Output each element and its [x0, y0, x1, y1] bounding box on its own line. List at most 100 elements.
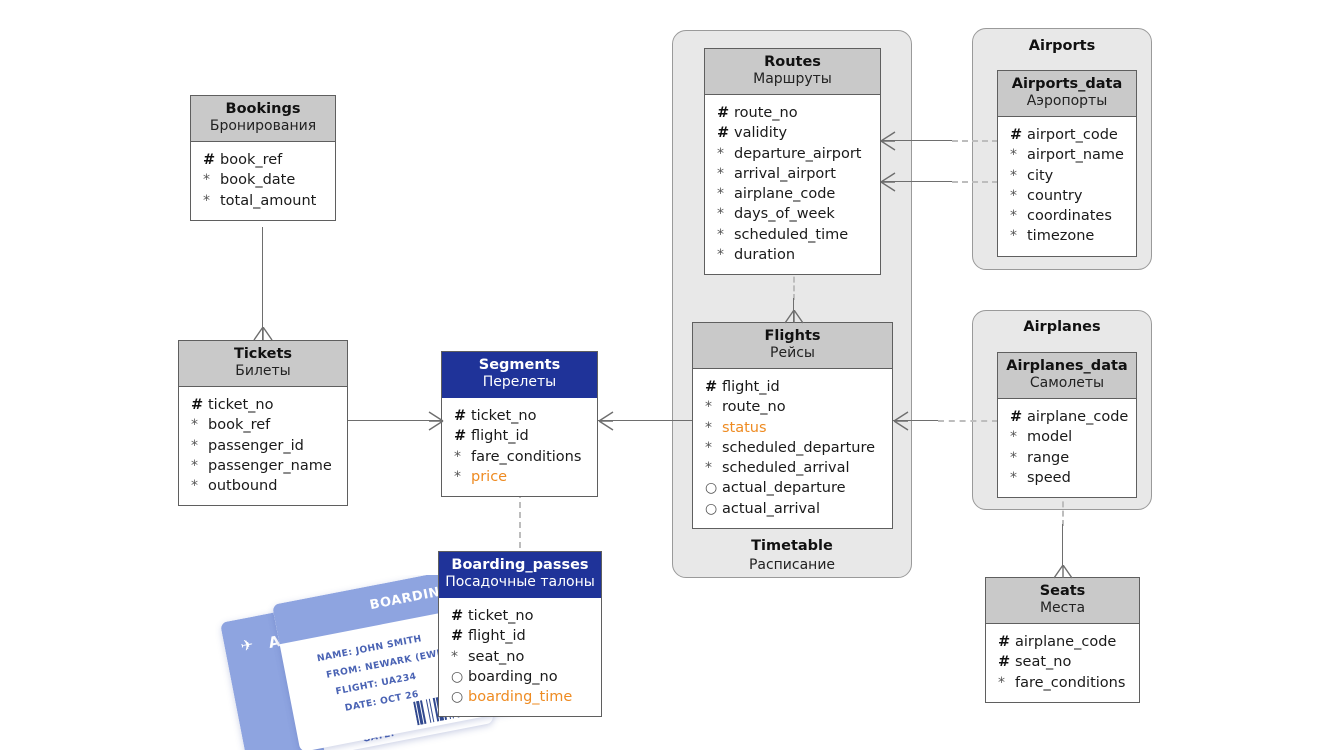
entity-boarding-passes-name-ru: Посадочные талоны [445, 574, 595, 590]
field-row[interactable]: #ticket_no [451, 606, 595, 626]
connector-routes-airports-arrival-solid [880, 181, 958, 182]
entity-boarding-passes[interactable]: Boarding_passes Посадочные талоны #ticke… [438, 551, 602, 718]
field-row[interactable]: *route_no [705, 397, 886, 417]
field-row[interactable]: #flight_id [451, 626, 595, 646]
entity-bookings[interactable]: Bookings Бронирования #book_ref *book_da… [190, 95, 336, 221]
entity-segments-fields: #ticket_no #flight_id * fare_conditions *… [442, 398, 597, 496]
crowfoot-seats-top [1050, 565, 1076, 579]
entity-airplanes-data[interactable]: Airplanes_data Самолеты #airplane_code *… [997, 352, 1137, 499]
entity-segments[interactable]: Segments Перелеты #ticket_no #flight_id … [441, 351, 598, 498]
field-row[interactable]: #airplane_code [1010, 407, 1130, 427]
field-row[interactable]: #validity [717, 123, 874, 143]
field-row[interactable]: ○boarding_no [451, 667, 595, 687]
required-marker-icon: * [203, 172, 210, 189]
group-timetable-title: Timetable [751, 538, 833, 554]
optional-marker-icon: ○ [705, 500, 718, 517]
field-name: boarding_no [468, 668, 558, 685]
connector-segments-flights [598, 420, 694, 421]
field-row[interactable]: *coordinates [1010, 206, 1130, 226]
entity-flights-name: Flights [764, 328, 821, 344]
field-row[interactable]: *departure_airport [717, 144, 874, 164]
field-row[interactable]: * city [1010, 166, 1130, 186]
field-row[interactable]: *total_amount [203, 191, 329, 211]
field-row[interactable]: #seat_no [998, 652, 1133, 672]
entity-airports-data-header: Airports_data Аэропорты [998, 71, 1136, 117]
required-marker-icon: * [1010, 167, 1017, 184]
field-name: outbound [208, 478, 278, 495]
field-row[interactable]: ○actual_departure [705, 478, 886, 498]
connector-routes-airports-arrival-dashed [952, 181, 998, 183]
required-marker-icon: * [454, 448, 461, 465]
field-name: actual_departure [722, 480, 846, 497]
field-row[interactable]: *speed [1010, 468, 1130, 488]
entity-airplanes-data-name: Airplanes_data [1006, 358, 1128, 374]
field-row[interactable]: *scheduled_departure [705, 438, 886, 458]
required-marker-icon: * [717, 165, 724, 182]
field-row[interactable]: #route_no [717, 103, 874, 123]
field-row-highlighted[interactable]: *status [705, 418, 886, 438]
pk-marker-icon: # [454, 428, 467, 445]
field-name: boarding_time [468, 689, 573, 706]
required-marker-icon: * [998, 674, 1005, 691]
field-row[interactable]: *outbound [191, 476, 341, 496]
entity-segments-name: Segments [478, 357, 561, 373]
field-row[interactable]: ○actual_arrival [705, 499, 886, 519]
entity-flights-name-ru: Рейсы [770, 345, 815, 361]
field-name: ticket_no [208, 397, 274, 413]
field-row[interactable]: *scheduled_time [717, 225, 874, 245]
field-row[interactable]: *book_date [203, 170, 329, 190]
field-name: city [1027, 167, 1054, 184]
field-row[interactable]: *airplane_code [717, 184, 874, 204]
field-row[interactable]: *days_of_week [717, 204, 874, 224]
field-row[interactable]: *timezone [1010, 226, 1130, 246]
entity-flights[interactable]: Flights Рейсы #flight_id *route_no *stat… [692, 322, 893, 530]
field-row[interactable]: #flight_id [705, 377, 886, 397]
field-row[interactable]: *duration [717, 245, 874, 265]
field-row[interactable]: #ticket_no [454, 406, 591, 426]
field-name: validity [734, 125, 788, 142]
field-row[interactable]: *passenger_name [191, 456, 341, 476]
required-marker-icon: * [705, 419, 712, 436]
entity-tickets-name: Tickets [233, 346, 293, 362]
field-name: fare_conditions [471, 448, 582, 465]
field-row[interactable]: *range [1010, 448, 1130, 468]
field-name: airplane_code [1027, 409, 1129, 425]
entity-routes-name-ru: Маршруты [753, 71, 832, 87]
field-name: actual_arrival [722, 500, 820, 517]
field-row[interactable]: *country [1010, 186, 1130, 206]
field-row[interactable]: #flight_id [454, 426, 591, 446]
field-name: days_of_week [734, 206, 835, 223]
field-name: arrival_airport [734, 165, 836, 182]
entity-tickets-header: Tickets Билеты [179, 341, 347, 387]
entity-tickets[interactable]: Tickets Билеты #ticket_no *book_ref *pas… [178, 340, 348, 507]
field-row-highlighted[interactable]: ○boarding_time [451, 687, 595, 707]
field-name: book_ref [220, 152, 283, 168]
field-row[interactable]: #book_ref [203, 150, 329, 170]
required-marker-icon: * [1010, 228, 1017, 245]
field-row[interactable]: *airport_name [1010, 145, 1130, 165]
field-row[interactable]: * fare_conditions [454, 447, 591, 467]
optional-marker-icon: ○ [705, 480, 718, 497]
field-row[interactable]: *seat_no [451, 647, 595, 667]
field-name: speed [1027, 469, 1071, 486]
field-row[interactable]: *model [1010, 427, 1130, 447]
connector-segments-boardingpasses [519, 492, 521, 548]
field-name: scheduled_time [734, 226, 849, 243]
field-row[interactable]: *passenger_id [191, 436, 341, 456]
entity-bookings-fields: #book_ref *book_date *total_amount [191, 142, 335, 220]
field-row[interactable]: *fare_conditions [998, 673, 1133, 693]
pk-marker-icon: # [705, 379, 718, 395]
field-row[interactable]: #ticket_no [191, 395, 341, 415]
field-row[interactable]: *scheduled_arrival [705, 458, 886, 478]
field-row[interactable]: #airplane_code [998, 632, 1133, 652]
field-row[interactable]: *book_ref [191, 415, 341, 435]
field-row-highlighted[interactable]: *price [454, 467, 591, 487]
entity-routes[interactable]: Routes Маршруты #route_no #validity *dep… [704, 48, 881, 276]
field-row[interactable]: #airport_code [1010, 125, 1130, 145]
entity-seats[interactable]: Seats Места #airplane_code #seat_no *far… [985, 577, 1140, 703]
pk-marker-icon: # [717, 125, 730, 142]
connector-routes-airports-departure-dashed [952, 140, 998, 142]
entity-airports-data[interactable]: Airports_data Аэропорты #airport_code *a… [997, 70, 1137, 257]
field-row[interactable]: * arrival_airport [717, 164, 874, 184]
field-name: airport_code [1027, 127, 1118, 143]
